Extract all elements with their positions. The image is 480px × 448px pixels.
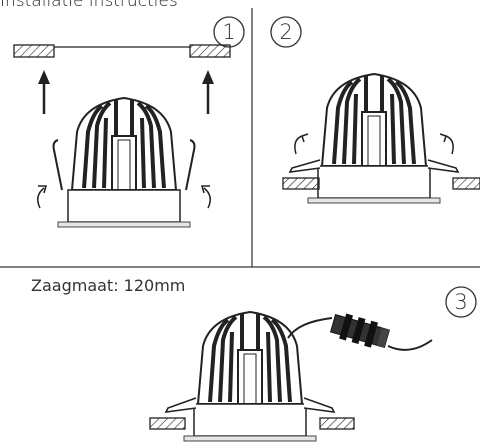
page-title: Installatie instructies [0,0,178,11]
step-3-illustration [149,310,433,443]
step-3-number: 3 [454,290,468,314]
step-2-illustration [282,72,480,205]
cut-size-label: Zaagmaat: 120mm [31,276,186,295]
step-3-circle [445,286,477,318]
step-1-illustration [13,44,231,229]
step-2-circle [270,16,302,48]
step-2-number: 2 [279,20,293,44]
step-1-number: 1 [222,20,236,44]
